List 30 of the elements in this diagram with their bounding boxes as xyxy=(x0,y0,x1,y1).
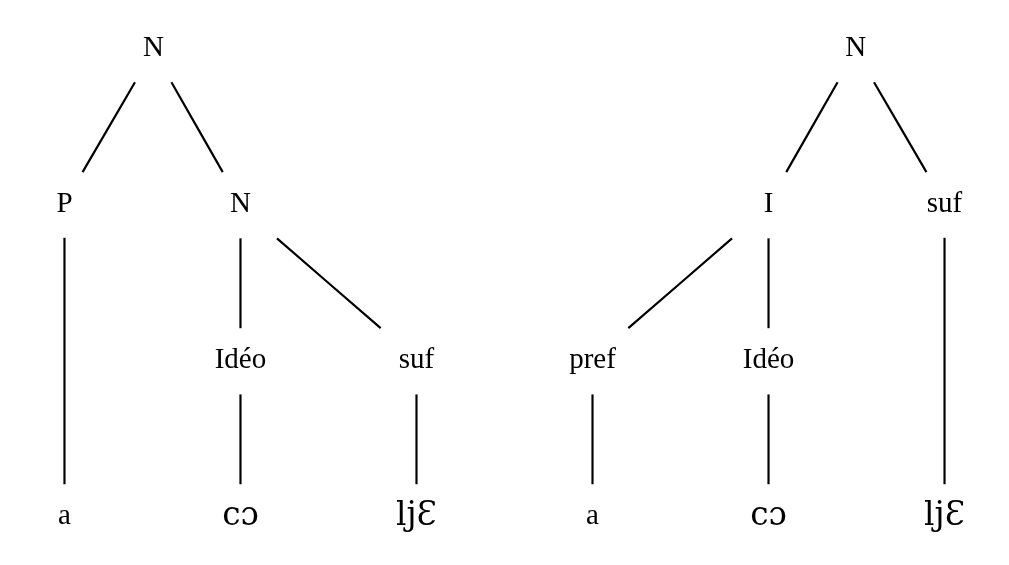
connector xyxy=(63,237,66,484)
connector xyxy=(785,81,839,173)
node-text: suf xyxy=(398,341,435,374)
connector xyxy=(276,237,382,329)
node-text: a xyxy=(58,497,71,530)
node-text: P xyxy=(56,185,73,218)
connector xyxy=(239,237,242,328)
node-text: N xyxy=(142,29,164,62)
node-text: cɔ xyxy=(222,494,259,533)
connector xyxy=(767,237,770,328)
connector xyxy=(767,393,770,484)
node-text: a xyxy=(586,497,599,530)
node-text: I xyxy=(763,185,774,218)
node-text: Idéo xyxy=(214,341,267,374)
node-text: suf xyxy=(926,185,963,218)
node-text: N xyxy=(845,29,867,62)
connector xyxy=(591,393,594,484)
node-text: cɔ xyxy=(750,494,787,533)
connector xyxy=(170,81,224,173)
node-text: pref xyxy=(569,341,616,374)
connector xyxy=(627,237,733,329)
connector xyxy=(873,81,928,173)
node-text: N xyxy=(230,185,251,218)
node-text: ljƐ xyxy=(396,494,437,533)
connector xyxy=(81,81,136,173)
node-text: Idéo xyxy=(742,341,795,374)
connector xyxy=(239,393,242,484)
connector xyxy=(415,393,418,484)
connector xyxy=(943,237,946,484)
node-text: ljƐ xyxy=(924,494,965,533)
